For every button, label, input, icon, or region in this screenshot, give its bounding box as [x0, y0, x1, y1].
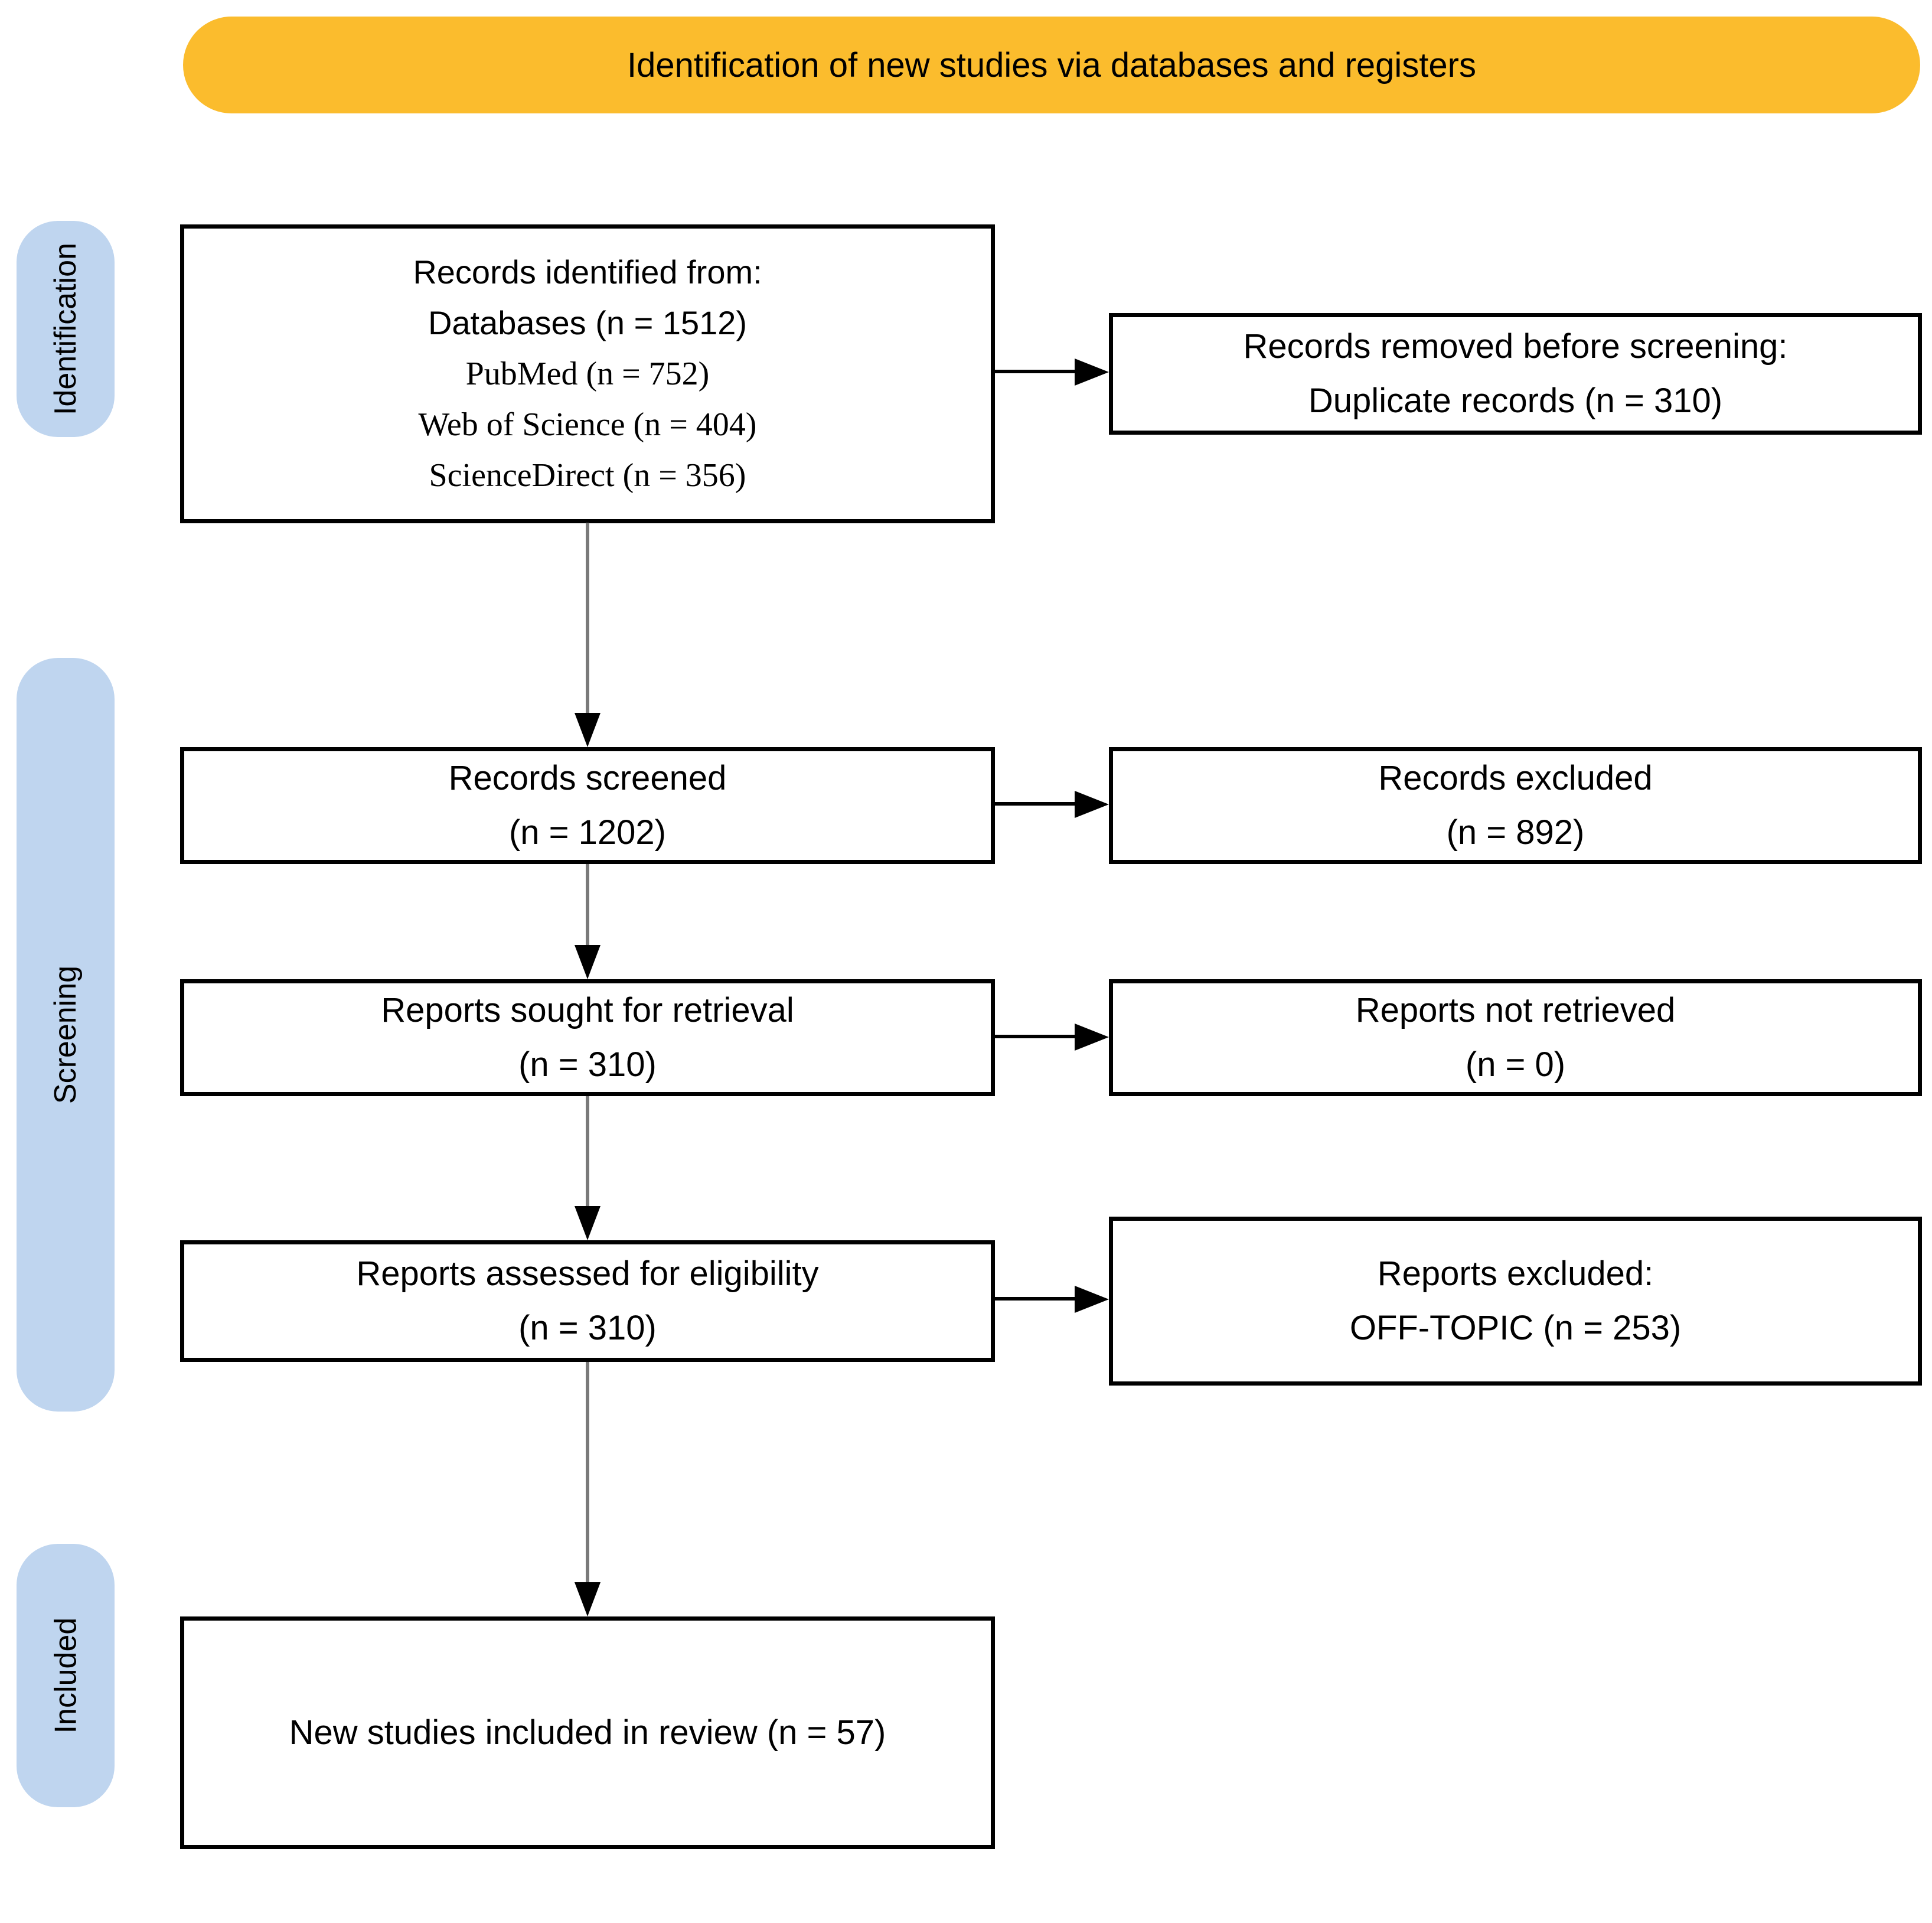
arrow-screened-to-sought-stem — [586, 864, 589, 951]
reports-not-retrieved-count: (n = 0) — [1465, 1045, 1566, 1084]
records-identified-sciencedirect: ScienceDirect (n = 356) — [429, 457, 746, 494]
arrow-screened-to-excluded-stem — [995, 802, 1078, 806]
arrow-sought-to-assessed-head — [575, 1206, 601, 1240]
records-screened-line: Records screened — [448, 759, 727, 797]
box-records-screened: Records screened (n = 1202) — [180, 747, 995, 864]
arrow-identified-to-removed-stem — [995, 370, 1078, 373]
records-removed-duplicates: Duplicate records (n = 310) — [1308, 382, 1723, 420]
arrow-sought-to-assessed-stem — [586, 1096, 589, 1212]
reports-sought-count: (n = 310) — [518, 1045, 657, 1084]
banner-title: Identification of new studies via databa… — [627, 45, 1476, 84]
arrow-identified-to-removed-head — [1075, 358, 1109, 386]
new-studies-included-line: New studies included in review (n = 57) — [289, 1713, 886, 1752]
records-identified-webofscience: Web of Science (n = 404) — [418, 406, 757, 443]
records-removed-line: Records removed before screening: — [1243, 327, 1788, 366]
box-records-removed: Records removed before screening: Duplic… — [1109, 313, 1922, 435]
arrow-screened-to-sought-head — [575, 945, 601, 979]
arrow-screened-to-excluded-head — [1075, 791, 1109, 818]
box-new-studies-included: New studies included in review (n = 57) — [180, 1616, 995, 1849]
box-records-excluded: Records excluded (n = 892) — [1109, 747, 1922, 864]
box-reports-assessed: Reports assessed for eligibility (n = 31… — [180, 1240, 995, 1362]
reports-assessed-count: (n = 310) — [518, 1309, 657, 1347]
box-reports-not-retrieved: Reports not retrieved (n = 0) — [1109, 979, 1922, 1096]
arrow-sought-to-notretrieved-stem — [995, 1035, 1078, 1038]
box-reports-excluded: Reports excluded: OFF-TOPIC (n = 253) — [1109, 1217, 1922, 1386]
arrow-identified-to-screened-head — [575, 713, 601, 747]
banner: Identification of new studies via databa… — [183, 17, 1920, 113]
box-reports-sought: Reports sought for retrieval (n = 310) — [180, 979, 995, 1096]
records-excluded-line: Records excluded — [1378, 759, 1653, 797]
records-excluded-count: (n = 892) — [1446, 813, 1585, 852]
records-identified-line: Records identified from: — [413, 253, 762, 291]
stage-label-included-text: Included — [48, 1617, 83, 1734]
box-records-identified: Records identified from: Databases (n = … — [180, 224, 995, 523]
reports-assessed-line: Reports assessed for eligibility — [356, 1254, 819, 1293]
arrow-assessed-to-included-head — [575, 1582, 601, 1616]
stage-label-included: Included — [17, 1544, 115, 1807]
stage-label-screening: Screening — [17, 658, 115, 1412]
reports-not-retrieved-line: Reports not retrieved — [1355, 991, 1676, 1029]
records-identified-databases: Databases (n = 1512) — [427, 304, 748, 341]
records-identified-pubmed: PubMed (n = 752) — [465, 356, 710, 392]
stage-label-identification-text: Identification — [48, 243, 83, 415]
arrow-assessed-to-included-stem — [586, 1362, 589, 1588]
reports-excluded-offtopic: OFF-TOPIC (n = 253) — [1349, 1309, 1682, 1347]
reports-sought-line: Reports sought for retrieval — [381, 991, 794, 1029]
stage-label-screening-text: Screening — [48, 965, 83, 1104]
arrow-assessed-to-reportsexcluded-stem — [995, 1297, 1078, 1301]
arrow-identified-to-screened-stem — [586, 523, 589, 719]
stage-label-identification: Identification — [17, 221, 115, 437]
records-screened-count: (n = 1202) — [508, 813, 666, 852]
reports-excluded-line: Reports excluded: — [1377, 1254, 1654, 1293]
arrow-sought-to-notretrieved-head — [1075, 1024, 1109, 1051]
arrow-assessed-to-reportsexcluded-head — [1075, 1286, 1109, 1313]
